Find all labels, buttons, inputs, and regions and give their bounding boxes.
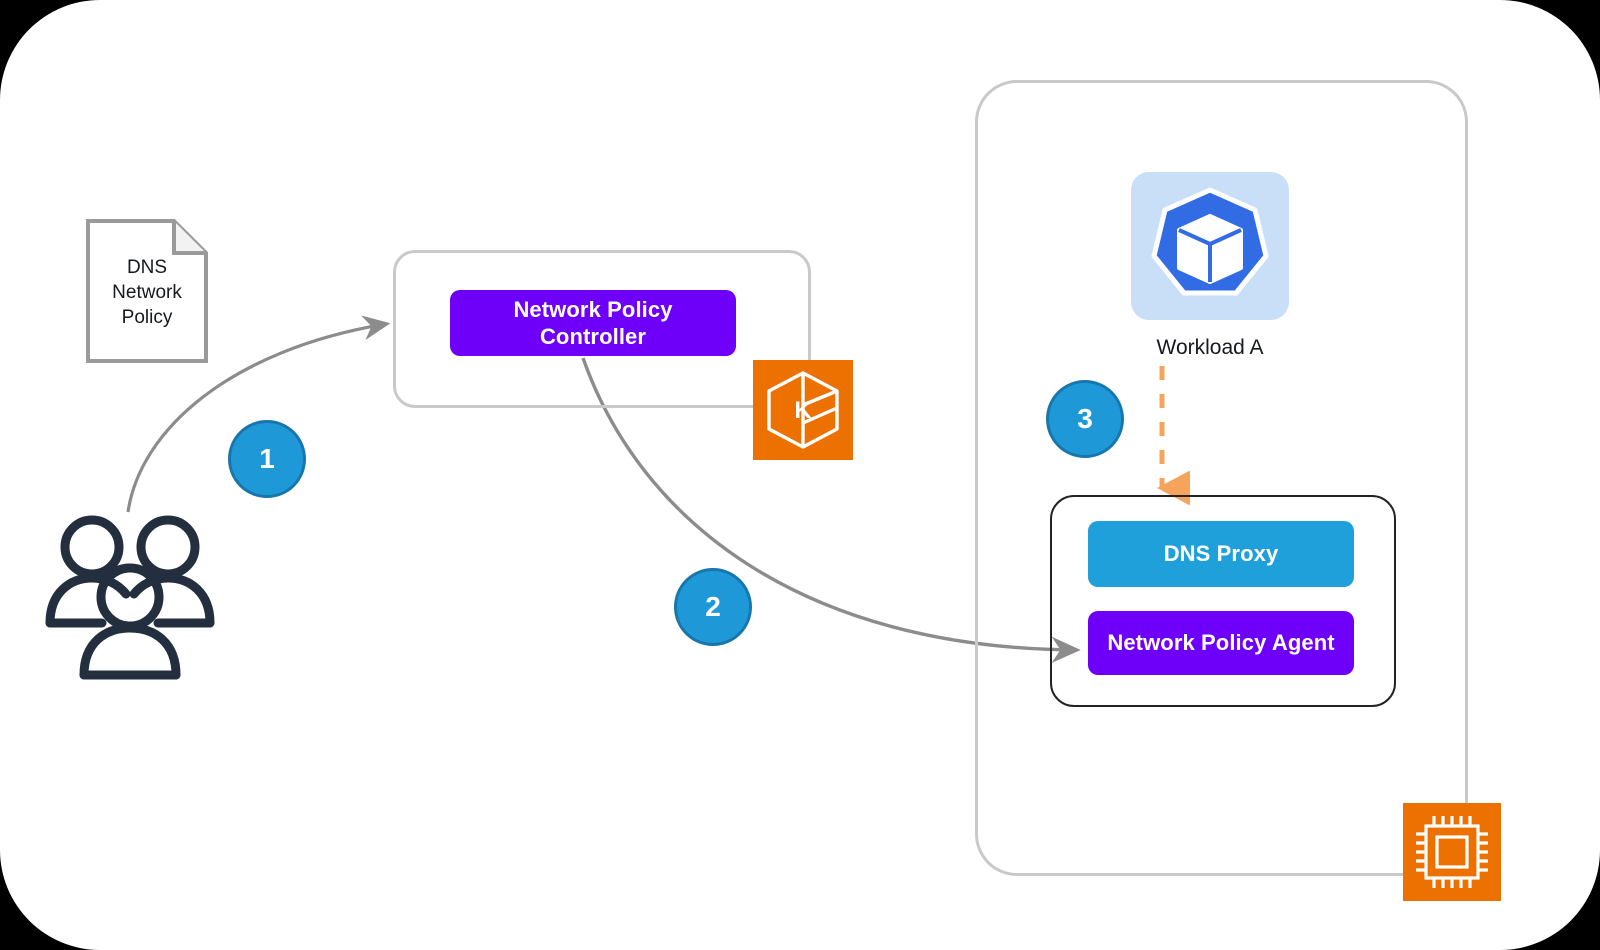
doc-line-1: DNS	[126, 257, 168, 278]
controller-label-line-1: Network Policy	[513, 297, 673, 322]
controller-label-line-2: Controller	[539, 324, 647, 349]
kubernetes-pod-icon	[1151, 187, 1269, 296]
ec2-instance-icon	[1403, 803, 1501, 901]
doc-line-2: Network	[112, 282, 182, 303]
workload-a-label: Workload A	[1156, 336, 1264, 359]
dns-proxy-box[interactable]: DNS Proxy	[1088, 521, 1354, 587]
network-policy-agent-box[interactable]: Network Policy Agent	[1088, 611, 1354, 675]
step-badge-2: 2	[674, 568, 752, 646]
node-container	[975, 80, 1468, 876]
pod-container	[1050, 495, 1396, 707]
step-badge-1: 1	[228, 420, 306, 498]
doc-line-3: Policy	[121, 307, 173, 328]
kubernetes-workload-tile	[1131, 172, 1289, 320]
eks-icon: K	[753, 360, 853, 460]
users-icon	[45, 515, 215, 680]
eks-cluster-container	[393, 250, 811, 408]
svg-text:K: K	[794, 397, 812, 424]
dns-network-policy-document-icon	[86, 219, 208, 363]
step-badge-3: 3	[1046, 380, 1124, 458]
network-policy-controller-box[interactable]: Network Policy Controller	[450, 290, 736, 356]
dns-network-policy-label: DNS Network Policy	[86, 255, 208, 330]
